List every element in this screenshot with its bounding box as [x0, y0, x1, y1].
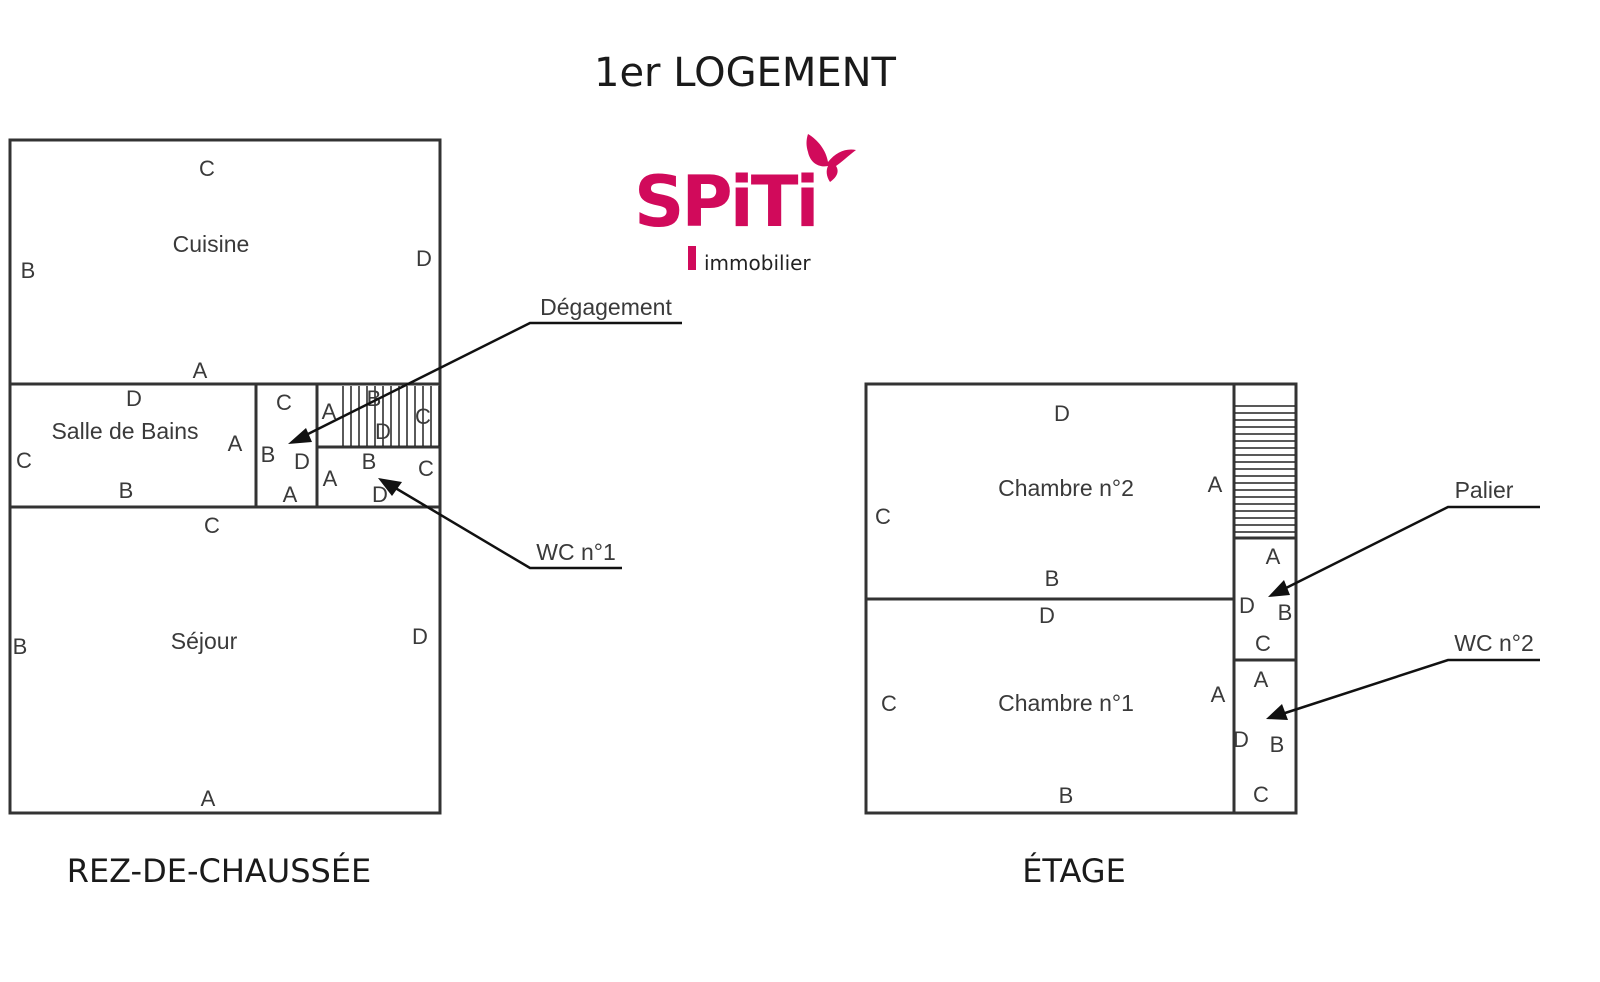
logo-brand: SPiTi [634, 161, 816, 243]
wall-label: A [283, 482, 298, 507]
callout-wc2: WC n°2 [1454, 630, 1534, 656]
pointer-wc1: WC n°1 [378, 478, 622, 570]
ground-floor-plan [8, 138, 442, 815]
wall-label: B [1270, 732, 1285, 757]
wall-label: D [412, 624, 428, 649]
wall-label: D [1054, 401, 1070, 426]
wall-label: A [322, 399, 337, 424]
wall-label: A [228, 431, 243, 456]
room-name-chambre1: Chambre n°1 [998, 690, 1134, 716]
butterfly-icon [806, 134, 856, 182]
wall-label: C [1255, 631, 1271, 656]
wall-label: B [1059, 783, 1074, 808]
room-name-chambre2: Chambre n°2 [998, 475, 1134, 501]
wall-label: C [881, 691, 897, 716]
wall-label: D [372, 482, 388, 507]
wall-label: A [1254, 667, 1269, 692]
wall-label: A [1266, 544, 1281, 569]
page-title: 1er LOGEMENT [594, 50, 897, 96]
stairs-hatch [1235, 405, 1295, 533]
room-name-cuisine: Cuisine [173, 231, 250, 257]
wall-label: B [261, 442, 276, 467]
spiti-logo: SPiTi immobilier [634, 134, 856, 275]
wall-label: A [1211, 682, 1226, 707]
room-name-salle-de-bains: Salle de Bains [51, 418, 198, 444]
wall-label: D [416, 246, 432, 271]
wall-label: A [323, 466, 338, 491]
wall-label: C [204, 513, 220, 538]
callout-wc1: WC n°1 [536, 539, 616, 565]
wall-label: B [1045, 566, 1060, 591]
wall-label: A [201, 786, 216, 811]
wall-label: D [1233, 727, 1249, 752]
wall-label: A [193, 358, 208, 383]
wall-label: B [1278, 600, 1293, 625]
pointer-degagement: Dégagement [288, 294, 682, 444]
wall-label: C [415, 404, 431, 429]
wall-label: B [21, 258, 36, 283]
wall-label: B [367, 386, 382, 411]
wall-label: B [13, 634, 28, 659]
stairs-hatch [342, 386, 440, 446]
wall-label: C [1253, 782, 1269, 807]
logo-tagline: immobilier [704, 251, 811, 275]
wall-label: D [375, 419, 391, 444]
wall-label: B [362, 449, 377, 474]
arrowhead-icon [1268, 580, 1290, 597]
wall-label: C [199, 156, 215, 181]
wall-label: C [875, 504, 891, 529]
wall-label: D [1039, 603, 1055, 628]
callout-palier: Palier [1455, 477, 1514, 503]
pointer-wc2: WC n°2 [1266, 630, 1540, 720]
upper-floor-plan [864, 382, 1298, 815]
wall-label: C [418, 456, 434, 481]
ground-floor-title: REZ-DE-CHAUSSÉE [67, 852, 372, 890]
room-name-sejour: Séjour [171, 628, 238, 654]
wall-label: C [16, 448, 32, 473]
wall-label: D [1239, 593, 1255, 618]
wall-label: B [119, 478, 134, 503]
wall-label: D [294, 449, 310, 474]
pointer-palier: Palier [1268, 477, 1540, 597]
wall-label: A [1208, 472, 1223, 497]
upper-floor-title: ÉTAGE [1022, 852, 1126, 890]
callout-degagement: Dégagement [540, 294, 672, 320]
wall-label: D [126, 386, 142, 411]
wall-label: C [276, 390, 292, 415]
arrowhead-icon [288, 428, 312, 444]
arrowhead-icon [378, 478, 402, 496]
arrowhead-icon [1266, 704, 1288, 720]
